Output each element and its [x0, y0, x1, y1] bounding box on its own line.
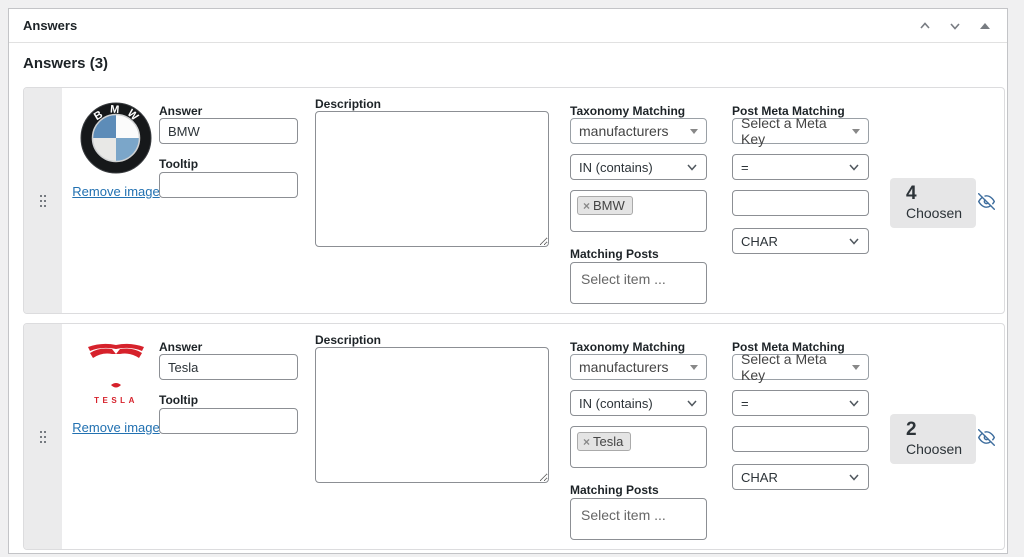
choosen-count: 4: [906, 183, 976, 204]
description-textarea[interactable]: [315, 347, 549, 483]
term-chip: ×BMW: [577, 196, 633, 215]
meta-operator-select[interactable]: =: [732, 390, 869, 416]
taxonomy-matching-label: Taxonomy Matching: [570, 340, 685, 354]
taxonomy-matching-label: Taxonomy Matching: [570, 104, 685, 118]
dropdown-arrow-icon: [852, 129, 860, 134]
chevron-down-icon: [686, 397, 698, 409]
remove-image-link[interactable]: Remove image: [72, 420, 159, 435]
answers-count-heading: Answers (3): [23, 55, 108, 72]
answer-row: TESLA Remove image Answer Tooltip Descri…: [23, 323, 1005, 550]
move-up-icon[interactable]: [915, 16, 935, 36]
answer-input[interactable]: [159, 118, 298, 144]
taxonomy-terms-box[interactable]: ×BMW: [570, 190, 707, 232]
remove-term-icon[interactable]: ×: [583, 435, 590, 449]
chevron-down-icon: [848, 471, 860, 483]
meta-type-select[interactable]: CHAR: [732, 228, 869, 254]
answer-label: Answer: [159, 340, 202, 354]
matching-posts-label: Matching Posts: [570, 483, 659, 497]
tooltip-label: Tooltip: [159, 157, 198, 171]
metabox-title: Answers: [23, 18, 77, 33]
tooltip-label: Tooltip: [159, 393, 198, 407]
description-textarea[interactable]: [315, 111, 549, 247]
dropdown-arrow-icon: [852, 365, 860, 370]
move-down-icon[interactable]: [945, 16, 965, 36]
meta-value-input[interactable]: [732, 190, 869, 216]
choosen-count-badge: 2 Choosen: [890, 414, 976, 464]
metabox-titlebar: Answers: [9, 9, 1007, 43]
choosen-count-badge: 4 Choosen: [890, 178, 976, 228]
meta-key-select[interactable]: Select a Meta Key: [732, 354, 869, 380]
remove-term-icon[interactable]: ×: [583, 199, 590, 213]
answers-metabox: Answers Answers (3): [8, 8, 1008, 554]
eye-slash-icon[interactable]: [978, 428, 996, 446]
svg-text:TESLA: TESLA: [94, 396, 138, 405]
tesla-logo: TESLA: [76, 334, 156, 414]
matching-posts-select[interactable]: Select item ...: [570, 262, 707, 304]
drag-handle[interactable]: [24, 88, 62, 313]
meta-type-select[interactable]: CHAR: [732, 464, 869, 490]
chevron-down-icon: [848, 235, 860, 247]
collapse-toggle-icon[interactable]: [975, 16, 995, 36]
taxonomy-terms-box[interactable]: ×Tesla: [570, 426, 707, 468]
tooltip-input[interactable]: [159, 408, 298, 434]
dropdown-arrow-icon: [690, 365, 698, 370]
description-label: Description: [315, 97, 381, 111]
meta-key-select[interactable]: Select a Meta Key: [732, 118, 869, 144]
matching-posts-label: Matching Posts: [570, 247, 659, 261]
bmw-logo: BMW: [76, 98, 156, 178]
grip-dots-icon: [40, 195, 46, 207]
taxonomy-operator-select[interactable]: IN (contains): [570, 154, 707, 180]
tooltip-input[interactable]: [159, 172, 298, 198]
chevron-down-icon: [848, 397, 860, 409]
chevron-down-icon: [848, 161, 860, 173]
dropdown-arrow-icon: [690, 129, 698, 134]
remove-image-link[interactable]: Remove image: [72, 184, 159, 199]
matching-posts-select[interactable]: Select item ...: [570, 498, 707, 540]
chevron-down-icon: [686, 161, 698, 173]
answer-input[interactable]: [159, 354, 298, 380]
meta-operator-select[interactable]: =: [732, 154, 869, 180]
answer-row: BMW Remove image Answer Tooltip Descript…: [23, 87, 1005, 314]
choosen-count: 2: [906, 419, 976, 440]
grip-dots-icon: [40, 431, 46, 443]
answer-label: Answer: [159, 104, 202, 118]
taxonomy-select[interactable]: manufacturers: [570, 118, 707, 144]
meta-value-input[interactable]: [732, 426, 869, 452]
taxonomy-operator-select[interactable]: IN (contains): [570, 390, 707, 416]
drag-handle[interactable]: [24, 324, 62, 549]
eye-slash-icon[interactable]: [978, 192, 996, 210]
term-chip: ×Tesla: [577, 432, 631, 451]
description-label: Description: [315, 333, 381, 347]
taxonomy-select[interactable]: manufacturers: [570, 354, 707, 380]
